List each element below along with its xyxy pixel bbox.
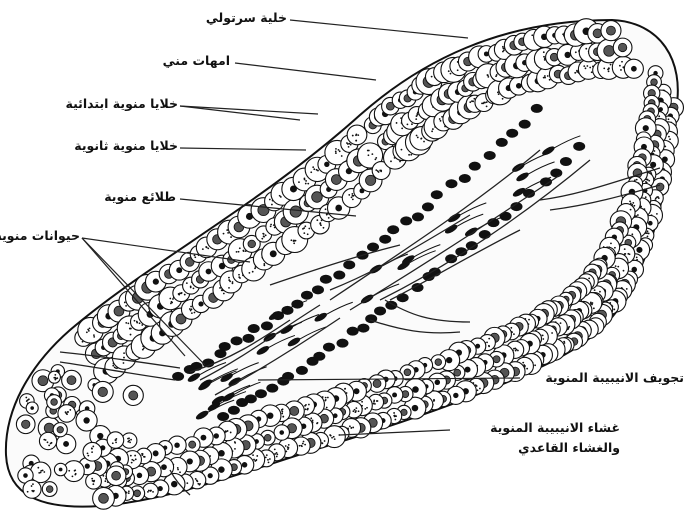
germ-cell: [274, 425, 289, 440]
germ-cell: [93, 487, 115, 509]
spermatid-cell: [357, 324, 369, 333]
spermatid-cell: [479, 230, 491, 239]
germ-cell: [39, 432, 56, 449]
spermatid-cell: [320, 275, 332, 284]
spermatid-cell: [245, 394, 257, 403]
spermatid-cell: [367, 242, 379, 251]
spermatid-cell: [400, 216, 412, 225]
germ-cell: [613, 38, 632, 57]
spermatid-cell: [496, 138, 508, 147]
label-sertoli-cell: خلية سرتولي: [206, 10, 287, 25]
label-tubule-membrane: غشاء الانيبيبة المنوية: [490, 420, 620, 435]
spermatid-cell: [219, 342, 231, 351]
germ-cell: [16, 415, 35, 434]
spermatid-cell: [412, 212, 424, 221]
label-basement-membrane: والغشاء القاعدي: [518, 440, 620, 455]
spermatid-cell: [261, 321, 273, 330]
germ-cell: [42, 482, 57, 497]
spermatid-cell: [243, 334, 255, 343]
spermatid-cell: [379, 235, 391, 244]
spermatid-cell: [573, 142, 585, 151]
spermatid-cell: [469, 162, 481, 171]
spermatid-cell: [531, 104, 543, 113]
spermatid-cell: [484, 151, 496, 160]
germ-cell: [106, 466, 126, 486]
spermatid-cell: [217, 412, 229, 421]
spermatid-cell: [323, 343, 335, 352]
spermatid-cell: [255, 389, 267, 398]
label-spermatids: طلائع منوية: [104, 189, 176, 204]
germ-cell: [601, 21, 621, 41]
label-tubule-lumen: تجويف الانيبيبة المنوية: [545, 370, 684, 385]
spermatid-cell: [347, 327, 359, 336]
germ-cell: [30, 462, 51, 483]
germ-cell: [54, 463, 66, 475]
germ-cell: [83, 442, 102, 461]
germ-cell: [48, 371, 60, 383]
spermatid-cell: [459, 174, 471, 183]
spermatid-cell: [422, 202, 434, 211]
spermatid-cell: [397, 293, 409, 302]
germ-cell: [123, 385, 143, 405]
label-secondary-spermatocytes: خلايا منوية ثانوية: [74, 138, 178, 153]
spermatid-cell: [560, 157, 572, 166]
spermatid-cell: [231, 336, 243, 345]
germ-cell: [53, 423, 67, 437]
spermatid-cell: [336, 339, 348, 348]
spermatid-cell: [312, 285, 324, 294]
label-spermatogonia: امهات مني: [163, 53, 230, 68]
spermatid-cell: [374, 306, 386, 315]
germ-cell: [26, 402, 38, 414]
spermatid-cell: [313, 352, 325, 361]
spermatid-cell: [466, 241, 478, 250]
spermatid-cell: [519, 120, 531, 129]
germ-cell: [58, 405, 76, 423]
spermatid-cell: [333, 271, 345, 280]
germ-cell: [47, 395, 62, 410]
spermatid-cell: [445, 254, 457, 263]
germ-cell: [107, 432, 124, 449]
spermatid-cell: [343, 260, 355, 269]
germ-cell: [23, 480, 41, 498]
spermatid-cell: [387, 225, 399, 234]
germ-cell: [76, 410, 97, 431]
spermatid-cell: [266, 384, 278, 393]
spermatid-cell: [296, 366, 308, 375]
germ-cell: [347, 125, 367, 145]
spermatid-cell: [506, 129, 518, 138]
label-sperm-cells: حيوانات منوية: [0, 228, 80, 243]
spermatid-cell: [301, 291, 313, 300]
spermatid-cell: [431, 190, 443, 199]
germ-cell: [86, 473, 102, 489]
germ-cell: [92, 381, 113, 402]
germ-cell: [431, 355, 446, 370]
germ-cell: [624, 59, 643, 78]
spermatid-cell: [445, 179, 457, 188]
spermatid-cell: [550, 168, 562, 177]
spermatid-cell: [248, 324, 260, 333]
label-primary-spermatocytes: خلايا منوية ابتدائية: [65, 96, 178, 111]
germ-cell: [143, 483, 159, 499]
spermatid-cell: [228, 406, 240, 415]
